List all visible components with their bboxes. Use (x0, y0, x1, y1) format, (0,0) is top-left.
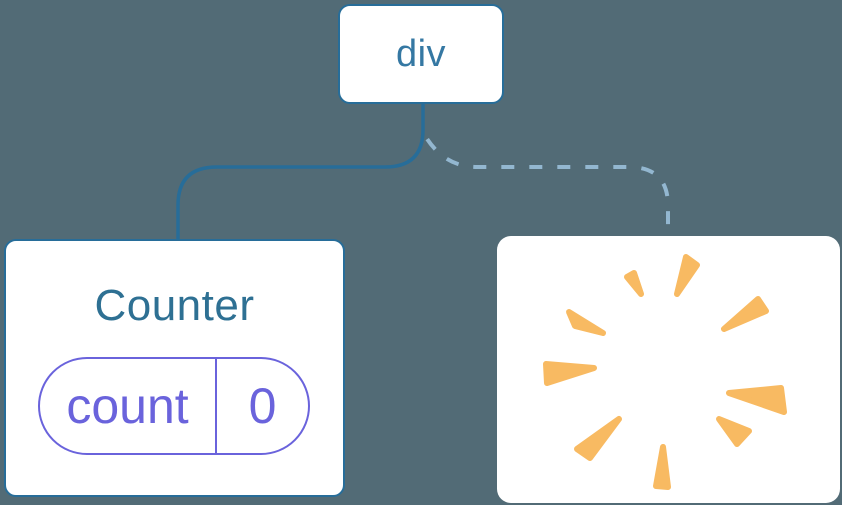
poof-spark (653, 444, 671, 490)
removed-component-card (497, 236, 840, 503)
state-pill: count 0 (38, 357, 310, 455)
poof-spark (574, 416, 622, 461)
pill-divider (215, 359, 217, 453)
root-node-label: div (395, 32, 447, 75)
poof-spark (543, 361, 597, 386)
poof-spark (674, 254, 700, 297)
poof-burst-icon (543, 254, 787, 490)
state-value: 0 (248, 378, 277, 434)
poof-spark (726, 385, 787, 415)
poof-spark (716, 416, 752, 447)
solid-link-line (176, 103, 425, 242)
dom-node-div: div (338, 4, 504, 104)
dashed-link-line (422, 132, 670, 242)
component-title: Counter (94, 281, 255, 330)
counter-component-card: Counter count 0 (4, 239, 345, 497)
poof-spark (566, 309, 606, 336)
poof-spark (721, 296, 769, 332)
poof-spark (624, 270, 644, 297)
state-key-label: count (66, 378, 189, 434)
